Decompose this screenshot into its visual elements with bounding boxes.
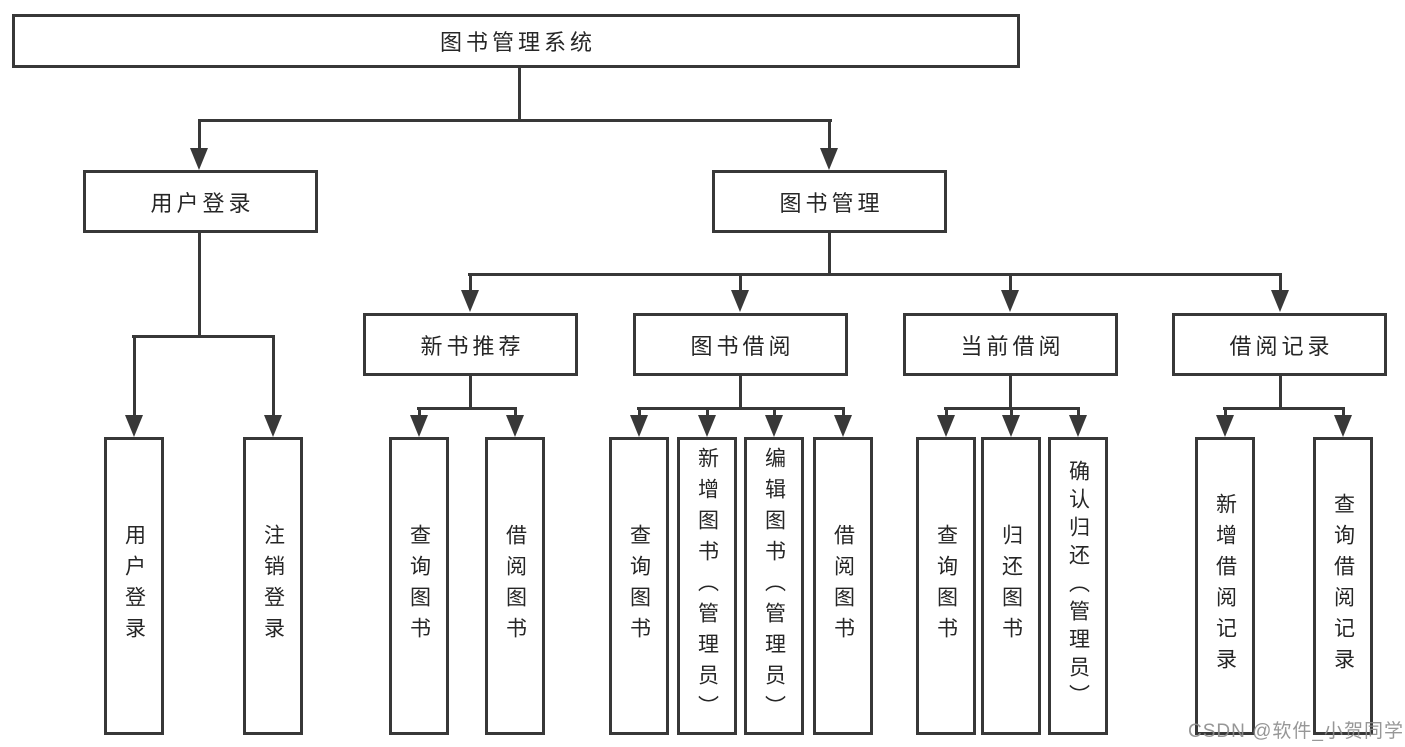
node-label: 图书借阅: [690, 333, 795, 359]
arrowhead-down-icon: [765, 415, 783, 437]
connector-line: [739, 374, 742, 410]
arrowhead-down-icon: [264, 415, 282, 437]
connector-line: [706, 407, 709, 417]
connector-line: [469, 273, 472, 292]
arrowhead-down-icon: [1271, 290, 1289, 312]
node-user-login-leaf: 用户登录: [104, 437, 164, 735]
node-label: 新书推荐: [420, 333, 525, 359]
node-label: 确认归还（管理员）: [1066, 460, 1090, 712]
connector-line: [637, 407, 845, 410]
node-label: 当前借阅: [960, 333, 1065, 359]
connector-line: [828, 119, 831, 151]
node-label: 借阅图书: [503, 524, 527, 648]
connector-line: [469, 374, 472, 410]
connector-line: [198, 119, 832, 122]
node-root-library-system: 图书管理系统: [12, 14, 1020, 68]
node-add-borrow-record: 新增借阅记录: [1195, 437, 1255, 735]
arrowhead-down-icon: [630, 415, 648, 437]
arrowhead-down-icon: [1069, 415, 1087, 437]
connector-line: [1010, 407, 1013, 417]
node-label: 查询图书: [934, 524, 958, 648]
connector-line: [1224, 407, 1227, 417]
connector-line: [468, 273, 1282, 276]
node-label: 借阅记录: [1229, 333, 1334, 359]
node-borrow-books-leaf: 借阅图书: [813, 437, 873, 735]
connector-line: [1223, 407, 1345, 410]
connector-line: [272, 335, 275, 417]
connector-line: [1009, 273, 1012, 292]
node-label: 编辑图书（管理员）: [762, 446, 786, 726]
connector-line: [828, 231, 831, 275]
node-book-borrowing: 图书借阅: [633, 313, 848, 376]
node-add-book-admin: 新增图书（管理员）: [677, 437, 737, 735]
arrowhead-down-icon: [125, 415, 143, 437]
connector-line: [1279, 374, 1282, 410]
node-label: 新增借阅记录: [1213, 493, 1237, 679]
connector-line: [945, 407, 948, 417]
arrowhead-down-icon: [461, 290, 479, 312]
node-label: 查询图书: [627, 524, 651, 648]
connector-line: [773, 407, 776, 417]
node-label: 注销登录: [261, 524, 285, 648]
node-label: 归还图书: [999, 524, 1023, 648]
node-query-books-recommend: 查询图书: [389, 437, 449, 735]
connector-line: [133, 335, 136, 417]
node-edit-book-admin: 编辑图书（管理员）: [744, 437, 804, 735]
connector-line: [198, 119, 201, 151]
arrowhead-down-icon: [1002, 415, 1020, 437]
connector-line: [1077, 407, 1080, 417]
node-query-books-borrow: 查询图书: [609, 437, 669, 735]
node-query-borrow-record: 查询借阅记录: [1313, 437, 1373, 735]
connector-line: [132, 335, 275, 338]
connector-line: [842, 407, 845, 417]
node-label: 查询图书: [407, 524, 431, 648]
connector-line: [1279, 273, 1282, 292]
node-borrowing-records: 借阅记录: [1172, 313, 1387, 376]
arrowhead-down-icon: [698, 415, 716, 437]
connector-line: [518, 66, 521, 122]
node-label: 图书管理系统: [439, 30, 596, 55]
arrowhead-down-icon: [1334, 415, 1352, 437]
node-borrow-books-recommend: 借阅图书: [485, 437, 545, 735]
node-book-management: 图书管理: [712, 170, 947, 233]
arrowhead-down-icon: [506, 415, 524, 437]
arrowhead-down-icon: [410, 415, 428, 437]
node-label: 新增图书（管理员）: [695, 446, 719, 726]
connector-line: [514, 407, 517, 417]
node-label: 借阅图书: [831, 524, 855, 648]
node-confirm-return-admin: 确认归还（管理员）: [1048, 437, 1108, 735]
arrowhead-down-icon: [937, 415, 955, 437]
connector-line: [1009, 374, 1012, 410]
arrowhead-down-icon: [834, 415, 852, 437]
connector-line: [1342, 407, 1345, 417]
csdn-watermark: CSDN @软件_小贺同学: [1188, 721, 1404, 742]
node-label: 查询借阅记录: [1331, 493, 1355, 679]
node-return-books: 归还图书: [981, 437, 1041, 735]
connector-line: [417, 407, 517, 410]
node-current-borrowing: 当前借阅: [903, 313, 1118, 376]
node-query-books-current: 查询图书: [916, 437, 976, 735]
node-label: 用户登录: [122, 524, 146, 648]
arrowhead-down-icon: [820, 148, 838, 170]
node-label: 图书管理: [779, 190, 884, 216]
arrowhead-down-icon: [1216, 415, 1234, 437]
node-new-book-recommendation: 新书推荐: [363, 313, 578, 376]
connector-line: [418, 407, 421, 417]
connector-line: [739, 273, 742, 292]
node-logout: 注销登录: [243, 437, 303, 735]
node-label: 用户登录: [150, 190, 255, 216]
connector-line: [638, 407, 641, 417]
arrowhead-down-icon: [731, 290, 749, 312]
connector-line: [198, 231, 201, 337]
arrowhead-down-icon: [1001, 290, 1019, 312]
arrowhead-down-icon: [190, 148, 208, 170]
node-user-login: 用户登录: [83, 170, 318, 233]
